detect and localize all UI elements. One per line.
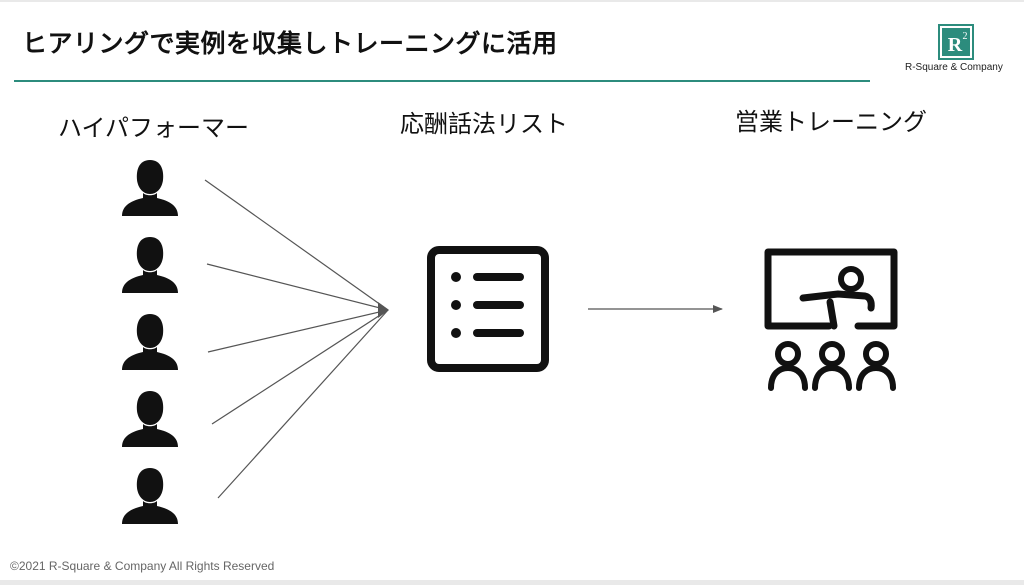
- connector-line-3: [207, 309, 389, 353]
- connector-line-1: [204, 179, 389, 311]
- connector-line-4: [211, 309, 389, 425]
- svg-text:R: R: [948, 34, 963, 56]
- company-name: R-Square & Company: [905, 62, 1003, 73]
- performer-icon-2: [122, 237, 178, 293]
- list-document-icon: [427, 246, 549, 372]
- slide-title: ヒアリングで実例を収集しトレーニングに活用: [22, 29, 558, 58]
- copyright-footer: ©2021 R-Square & Company All Rights Rese…: [10, 559, 275, 573]
- training-presentation-icon: [764, 248, 898, 391]
- heading-sales-training: 営業トレーニング: [735, 108, 927, 136]
- heading-response-list: 応酬話法リスト: [400, 110, 568, 138]
- converge-arrowhead: [378, 302, 389, 318]
- performer-icon-4: [122, 391, 178, 447]
- performer-icon-1: [122, 160, 178, 216]
- company-logo-icon: R 2: [938, 24, 974, 60]
- performer-icon-3: [122, 314, 178, 370]
- connector-line-5: [217, 309, 389, 499]
- performer-icon-5: [122, 468, 178, 524]
- svg-text:2: 2: [963, 31, 968, 42]
- title-divider: [14, 80, 870, 82]
- connector-line-2: [206, 263, 389, 311]
- heading-high-performers: ハイパフォーマー: [58, 114, 250, 142]
